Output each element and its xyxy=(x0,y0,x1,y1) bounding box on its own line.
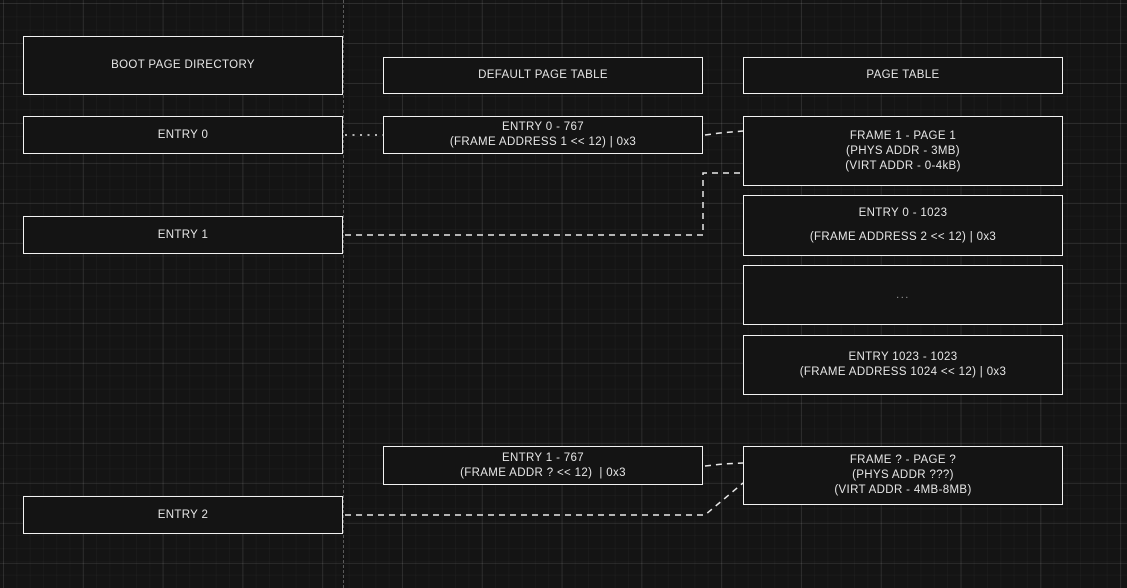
page-table-entry-1023-1023-line-1: (FRAME ADDRESS 1024 << 12) | 0x3 xyxy=(799,366,1007,378)
default-page-table-header[interactable]: DEFAULT PAGE TABLE xyxy=(383,57,703,94)
default-page-table-entry-1-767-line-1: (FRAME ADDR ? << 12) | 0x3 xyxy=(460,466,626,479)
boot-page-directory-entry-0[interactable]: ENTRY 0 xyxy=(23,116,343,154)
page-table-frame-1-page-1-line-0: FRAME 1 - PAGE 1 xyxy=(849,129,957,142)
page-table-ellipsis-line-0: ... xyxy=(896,288,910,301)
page-table-frame-unknown-page-unknown-line-0: FRAME ? - PAGE ? xyxy=(849,454,957,466)
default-page-table-header-line-0: DEFAULT PAGE TABLE xyxy=(478,69,608,81)
boot-page-directory-entry-0-line-0: ENTRY 0 xyxy=(157,128,209,141)
page-table-entry-0-1023-line-1: (FRAME ADDRESS 2 << 12) | 0x3 xyxy=(809,231,997,243)
edge-boot-entry-1-to-page-table-entry-0-1023 xyxy=(345,172,743,236)
page-table-entry-1023-1023[interactable]: ENTRY 1023 - 1023 (FRAME ADDRESS 1024 << … xyxy=(743,335,1063,395)
edge-boot-entry-2-to-page-table-frame-unknown xyxy=(345,482,744,516)
edge-default-entry-1-to-page-table-frame-unknown xyxy=(704,462,744,467)
edge-default-entry-0-to-page-table-frame-1 xyxy=(704,130,744,136)
page-table-frame-1-page-1-line-1: (PHYS ADDR - 3MB) xyxy=(846,144,960,157)
page-table-frame-1-page-1[interactable]: FRAME 1 - PAGE 1 (PHYS ADDR - 3MB) (VIRT A… xyxy=(743,116,1063,186)
page-table-frame-unknown-page-unknown[interactable]: FRAME ? - PAGE ? (PHYS ADDR ???) (VIRT ADD… xyxy=(743,446,1063,505)
page-table-entry-1023-1023-line-0: ENTRY 1023 - 1023 xyxy=(848,351,958,363)
default-page-table-entry-1-767-line-0: ENTRY 1 - 767 xyxy=(501,451,585,464)
default-page-table-entry-1-767[interactable]: ENTRY 1 - 767 (FRAME ADDR ? << 12) | 0x3 xyxy=(383,446,703,485)
boot-page-directory-entry-2-line-0: ENTRY 2 xyxy=(157,508,209,521)
default-page-table-entry-0-767[interactable]: ENTRY 0 - 767 (FRAME ADDRESS 1 << 12) | 0… xyxy=(383,116,703,154)
boot-page-directory-header[interactable]: BOOT PAGE DIRECTORY xyxy=(23,36,343,95)
page-table-frame-unknown-page-unknown-line-2: (VIRT ADDR - 4MB-8MB) xyxy=(834,484,972,496)
default-page-table-entry-0-767-line-0: ENTRY 0 - 767 xyxy=(501,121,585,133)
boot-page-directory-header-line-0: BOOT PAGE DIRECTORY xyxy=(111,59,255,71)
page-table-entry-0-1023-line-0: ENTRY 0 - 1023 xyxy=(858,207,948,219)
page-table-header-line-0: PAGE TABLE xyxy=(866,69,940,81)
page-table-ellipsis[interactable]: ... xyxy=(743,265,1063,325)
default-page-table-entry-0-767-line-1: (FRAME ADDRESS 1 << 12) | 0x3 xyxy=(449,136,637,148)
vertical-guide-line xyxy=(343,0,344,588)
page-table-frame-1-page-1-line-2: (VIRT ADDR - 0-4kB) xyxy=(845,159,961,172)
page-table-header[interactable]: PAGE TABLE xyxy=(743,57,1063,94)
page-table-entry-0-1023[interactable]: ENTRY 0 - 1023 (FRAME ADDRESS 2 << 12) | … xyxy=(743,195,1063,256)
boot-page-directory-entry-1[interactable]: ENTRY 1 xyxy=(23,216,343,254)
page-table-frame-unknown-page-unknown-line-1: (PHYS ADDR ???) xyxy=(852,469,954,481)
boot-page-directory-entry-2[interactable]: ENTRY 2 xyxy=(23,496,343,534)
boot-page-directory-entry-1-line-0: ENTRY 1 xyxy=(157,228,209,241)
